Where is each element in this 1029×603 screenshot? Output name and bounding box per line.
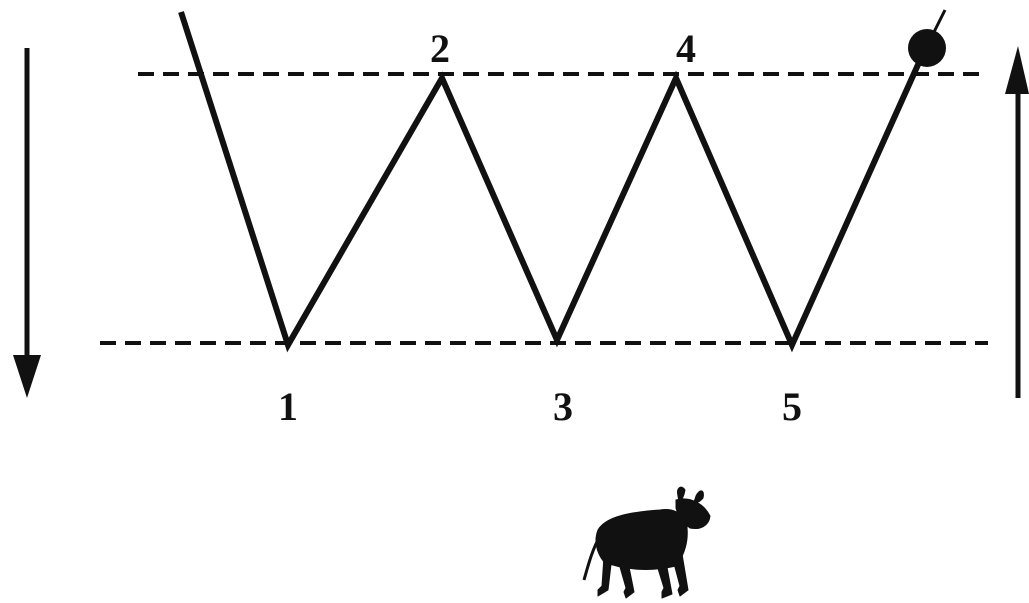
arrow-down-icon [13, 48, 41, 398]
price-path [178, 11, 924, 353]
pivot-label-3: 3 [553, 384, 573, 429]
pivot-label-1: 1 [278, 384, 298, 429]
breakout-marker-icon [908, 9, 947, 67]
pivot-label-4: 4 [676, 26, 696, 71]
pivot-label-5: 5 [782, 384, 802, 429]
pivot-label-2: 2 [430, 26, 450, 71]
arrow-up-icon [1005, 46, 1029, 398]
bull-icon [582, 486, 711, 599]
